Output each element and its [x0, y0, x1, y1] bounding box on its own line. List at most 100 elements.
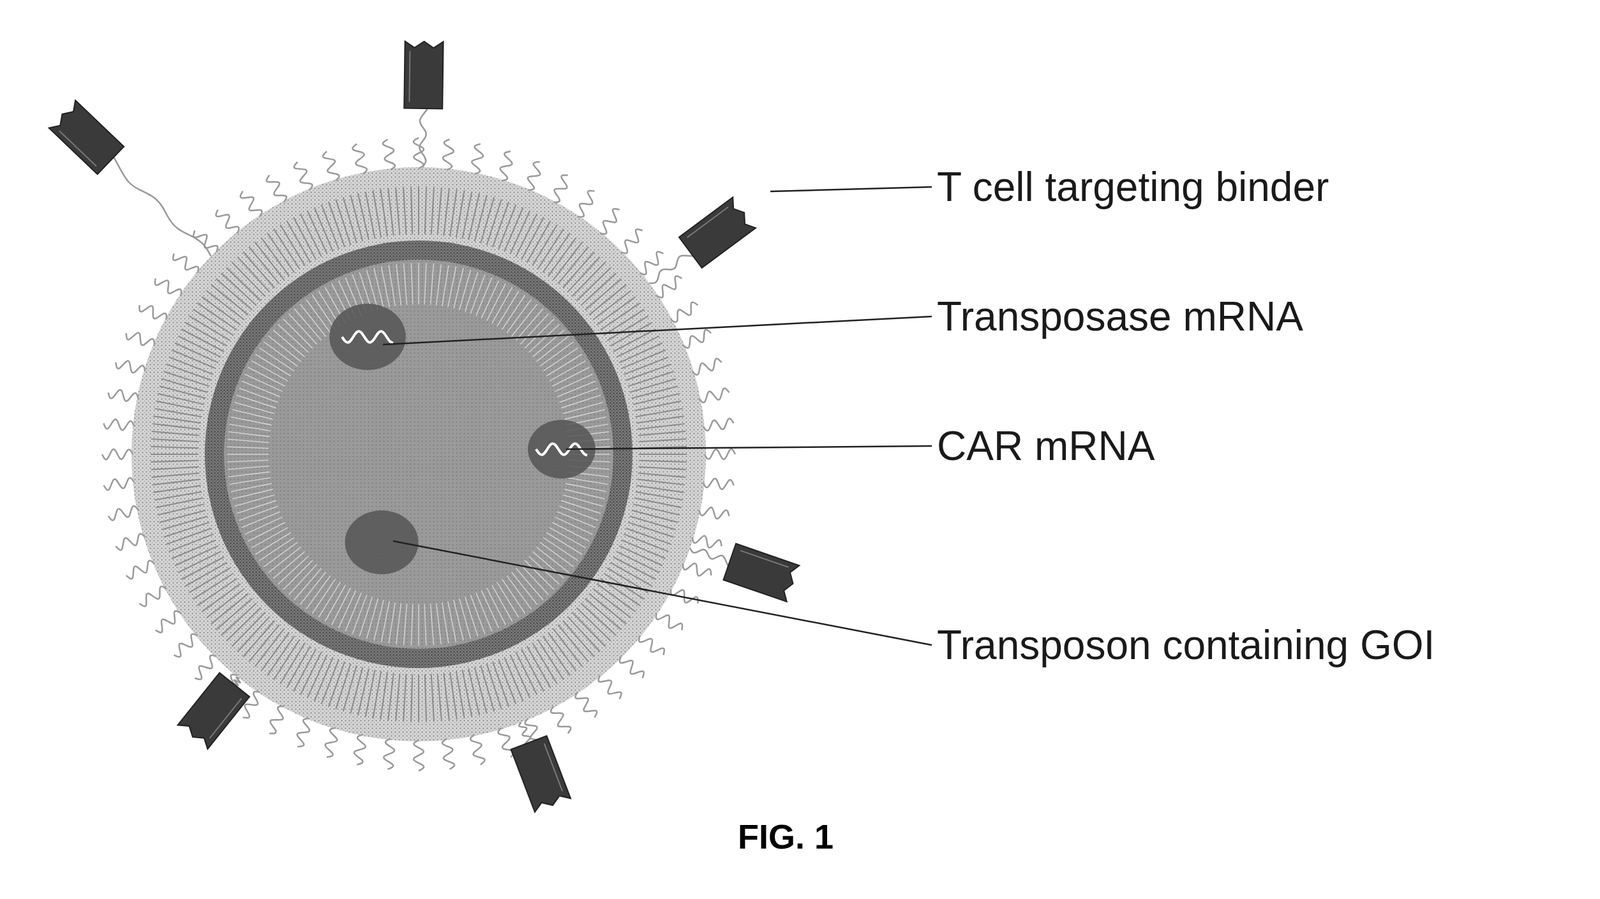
lipid-tail — [231, 416, 272, 426]
lipid-tail — [576, 607, 611, 641]
lipid-tail — [152, 423, 201, 430]
peg-chain — [215, 209, 239, 234]
peg-chain — [103, 478, 135, 491]
lipid-tail — [442, 602, 449, 644]
lipid-tail — [321, 659, 339, 704]
lipid-tail — [442, 265, 449, 307]
lipid-tail — [343, 665, 357, 712]
lipid-tail — [206, 291, 244, 321]
lipid-tail — [328, 661, 345, 708]
lipid-tail — [437, 187, 442, 236]
lipid-tail — [151, 431, 200, 436]
peg-chain — [471, 144, 484, 175]
peg-chain — [656, 276, 682, 299]
lipid-tail — [418, 186, 420, 235]
lipid-tail — [164, 371, 210, 387]
lipid-tail — [476, 592, 493, 632]
lipid-tail — [216, 598, 253, 630]
binder-highlight — [740, 550, 789, 568]
lipid-tail — [476, 277, 493, 316]
lipid-tail — [403, 263, 407, 306]
lipid-tail — [165, 364, 212, 381]
binder-body — [511, 735, 572, 812]
lipid-tail — [164, 522, 210, 538]
lipid-tail — [245, 516, 283, 535]
lipid-tail — [229, 424, 271, 431]
lipid-tail — [335, 199, 351, 246]
lipid-tail — [638, 431, 687, 436]
lipid-tail — [261, 237, 290, 277]
lipid-tail — [380, 672, 388, 720]
peg-chain — [115, 361, 145, 374]
lipid-tail — [636, 485, 684, 493]
lipid-tail — [634, 401, 682, 412]
lipid-tail — [248, 624, 279, 662]
lipid-tail — [431, 186, 434, 235]
lipid-tail — [243, 252, 275, 289]
lipid-tail — [638, 453, 687, 456]
lipid-tail — [150, 460, 199, 463]
lipid-tail — [418, 262, 420, 305]
lipid-tail — [436, 264, 442, 306]
lipid-tail — [465, 596, 479, 637]
lipid-tail — [403, 186, 406, 235]
lipid-tail — [635, 492, 683, 501]
lipid-tail — [592, 291, 631, 321]
peg-chain — [656, 613, 683, 631]
peg-chain — [269, 706, 285, 734]
lipid-tail — [424, 262, 427, 305]
lipid-tail — [372, 671, 382, 719]
peg-chain — [139, 586, 167, 607]
lipid-tail — [626, 364, 672, 381]
lipid-tail — [628, 371, 674, 387]
lipid-tail — [197, 303, 237, 330]
binder — [177, 666, 255, 750]
peg-chain — [297, 718, 310, 747]
peg-chain — [126, 560, 155, 580]
lipid-tail — [154, 408, 202, 417]
lipid-tail — [565, 483, 607, 493]
lipid-tail — [566, 478, 608, 485]
leader-line — [393, 541, 932, 646]
lipid-tail — [248, 246, 279, 285]
lipid-tail — [314, 207, 334, 252]
lipid-tail — [631, 386, 679, 399]
peg-chain — [194, 655, 217, 680]
peg-chain — [266, 175, 287, 203]
leader-line — [382, 316, 932, 345]
lipid-tail — [448, 601, 457, 643]
lipid-tail — [211, 284, 249, 315]
lipid-tail — [564, 409, 606, 420]
binder-highlight — [544, 743, 563, 792]
lipid-tail — [621, 350, 666, 369]
lipid-tail — [231, 262, 265, 297]
lipid-tail — [585, 278, 622, 311]
peg-chain — [108, 506, 139, 521]
lipid-tail — [239, 506, 279, 521]
lipid-tail — [227, 446, 269, 449]
lipid-tail — [560, 395, 601, 408]
lipid-tail — [576, 267, 611, 301]
lipid-tail — [623, 534, 669, 552]
lipid-tail — [216, 278, 253, 311]
lipid-tail — [231, 483, 272, 493]
lipid-tail — [151, 467, 200, 470]
peg-chain — [294, 162, 313, 191]
lipid-tail — [151, 439, 200, 442]
peg-chain — [193, 230, 218, 253]
lipid-tail — [153, 416, 201, 424]
lipid-tail — [161, 379, 208, 393]
lipid-tail — [381, 601, 390, 643]
lipid-tail — [229, 478, 271, 485]
leader-line — [566, 446, 932, 450]
peg-chain — [103, 419, 135, 431]
lipid-tail — [492, 201, 509, 247]
band-texture — [204, 240, 633, 669]
lipid-tail — [635, 408, 683, 417]
lipid-tail — [221, 273, 257, 306]
lipid-tail — [571, 612, 606, 647]
lipid-tail — [366, 598, 379, 639]
lipid-tail — [498, 204, 516, 250]
lipid-tail — [580, 603, 616, 636]
